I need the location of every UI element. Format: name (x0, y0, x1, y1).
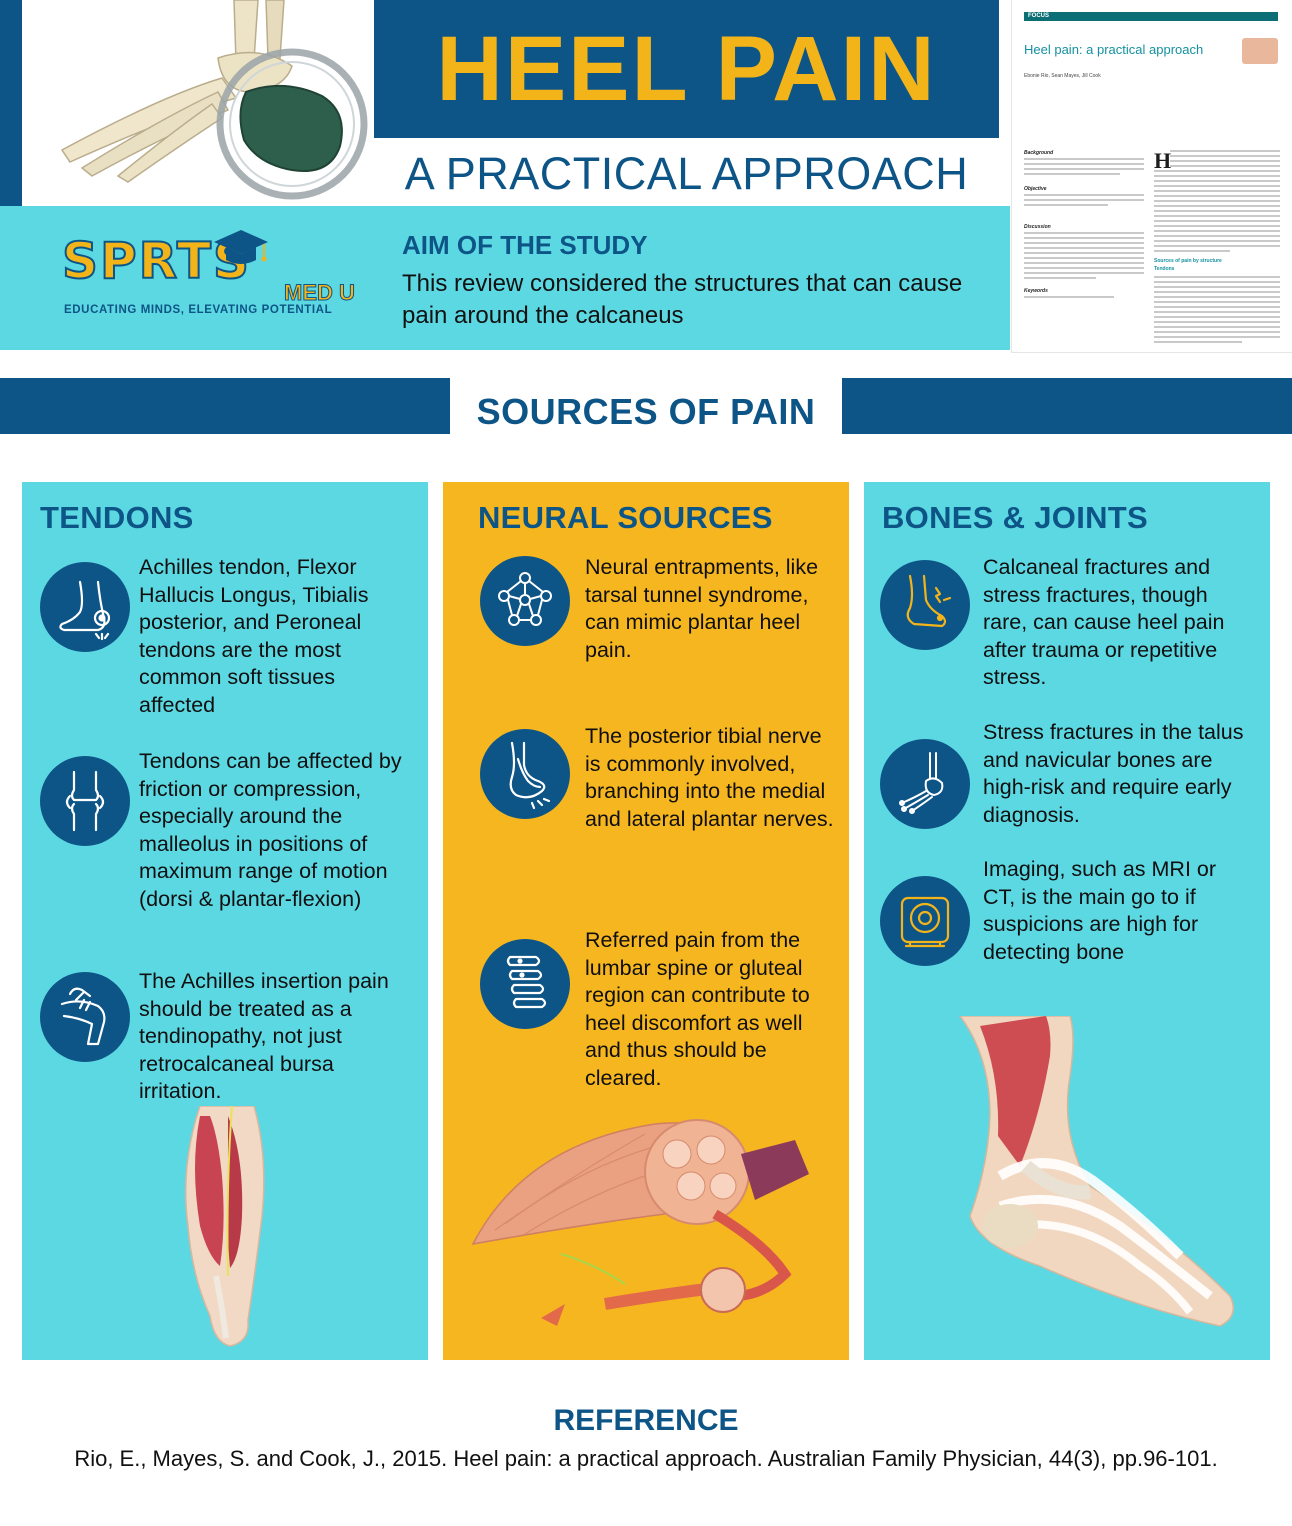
tendons-item-text: Tendons can be affected by friction or c… (139, 749, 402, 911)
journal-title: Heel pain: a practical approach (1024, 42, 1204, 57)
journal-text-lines (1024, 158, 1144, 178)
foot-skeleton-illustration (22, 0, 374, 205)
tendons-heading: TENDONS (40, 500, 194, 535)
nerve-fiber-illustration (471, 1119, 809, 1326)
journal-subheading: Sources of pain by structure (1154, 258, 1222, 264)
page-subtitle: A PRACTICAL APPROACH (404, 148, 969, 199)
journal-text-lines (1170, 150, 1280, 170)
bones-item-text: Imaging, such as MRI or CT, is the main … (983, 857, 1217, 964)
reference-heading: REFERENCE (553, 1404, 739, 1437)
sources-title-box: SOURCES OF PAIN (450, 378, 842, 446)
leg-massage-icon (40, 972, 130, 1062)
journal-subheading-tendons: Tendons (1154, 266, 1175, 272)
journal-text-lines (1154, 276, 1280, 346)
bones-heading: BONES & JOINTS (882, 500, 1149, 535)
logo-tagline: EDUCATING MINDS, ELEVATING POTENTIAL (64, 304, 333, 316)
sports-med-u-logo: SPRTS MED U EDUCATING MINDS, ELEVATING P… (61, 230, 362, 322)
aim-heading: AIM OF THE STUDY (402, 230, 648, 260)
leg-muscle-illustration (185, 1106, 265, 1347)
journal-thumbnail-image (1242, 38, 1278, 64)
foot-anatomy-illustration (959, 1016, 1235, 1327)
page-title: HEEL PAIN (436, 18, 937, 120)
tendons-item-text: Achilles tendon, Flexor Hallucis Longus,… (139, 555, 369, 717)
journal-label-discussion: Discussion (1024, 224, 1051, 230)
bones-item-text: Calcaneal fractures and stress fractures… (983, 555, 1225, 689)
foot-bones-icon (880, 739, 970, 829)
neural-item-text: The posterior tibial nerve is commonly i… (585, 724, 834, 831)
journal-section-bar: FOCUS (1024, 12, 1278, 21)
title-banner: HEEL PAIN (374, 0, 999, 138)
neural-column: NEURAL SOURCES Neural entrapments, like … (443, 482, 849, 1360)
ankle-heel-pain-icon (40, 562, 130, 652)
neural-item-text: Neural entrapments, like tarsal tunnel s… (585, 555, 819, 662)
journal-authors: Ebonie Rio, Sean Mayes, Jill Cook (1024, 73, 1101, 79)
foot-nerve-icon (480, 729, 570, 819)
journal-text-lines (1024, 296, 1114, 301)
sources-title: SOURCES OF PAIN (476, 391, 816, 432)
journal-text-lines (1154, 170, 1280, 255)
journal-dropcap: H (1154, 148, 1172, 173)
journal-article-thumbnail: FOCUS Heel pain: a practical approach Eb… (1012, 0, 1292, 352)
tendons-column: TENDONS Achilles tendon, Flexor Hallucis… (22, 482, 428, 1360)
graduation-cap-icon (214, 230, 268, 264)
neural-network-icon (480, 556, 570, 646)
neural-heading: NEURAL SOURCES (478, 500, 773, 535)
journal-text-lines (1024, 194, 1144, 209)
tendons-item-text: The Achilles insertion pain should be tr… (139, 969, 389, 1103)
aim-text: This review considered the structures th… (402, 270, 963, 329)
journal-label-background: Background (1024, 150, 1054, 156)
knee-joint-icon (40, 756, 130, 846)
neural-item-text: Referred pain from the lumbar spine or g… (585, 928, 810, 1090)
bones-column: BONES & JOINTS Calcaneal fractures and s… (864, 482, 1270, 1360)
aim-band (0, 206, 1010, 350)
bones-item-text: Stress fractures in the talus and navicu… (983, 720, 1244, 827)
journal-text-lines (1024, 232, 1144, 282)
spine-icon (480, 939, 570, 1029)
foot-fracture-icon (880, 560, 970, 650)
journal-label-objective: Objective (1024, 186, 1047, 192)
logo-sub: MED U (284, 280, 356, 305)
reference-text: Rio, E., Mayes, S. and Cook, J., 2015. H… (74, 1446, 1218, 1471)
journal-section: FOCUS (1028, 13, 1049, 19)
mri-scanner-icon (880, 876, 970, 966)
journal-label-keywords: Keywords (1024, 288, 1048, 294)
